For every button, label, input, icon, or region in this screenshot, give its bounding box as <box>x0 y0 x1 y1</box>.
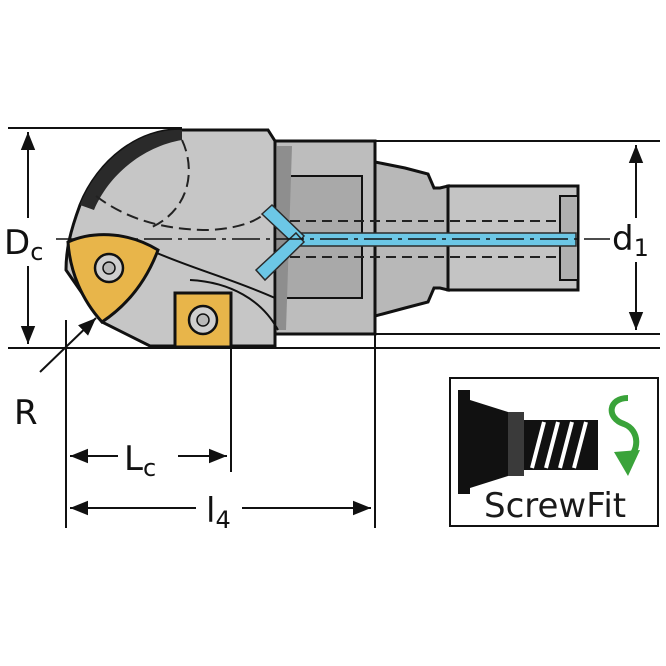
label-dc: Dc <box>4 223 43 266</box>
dim-r-leader <box>39 317 97 373</box>
screwfit-badge: ScrewFit <box>449 377 659 527</box>
collar-shade <box>277 146 292 330</box>
square-insert <box>173 291 233 349</box>
rotation-arrow-icon <box>608 395 640 476</box>
label-d1: d1 <box>612 219 649 262</box>
label-r: R <box>14 393 38 433</box>
round-insert <box>66 233 160 324</box>
label-lc: Lc <box>124 439 156 482</box>
screwfit-icon <box>458 390 598 494</box>
badge-text: ScrewFit <box>484 486 626 526</box>
head-rim <box>80 129 182 210</box>
label-l4: l4 <box>206 491 231 534</box>
